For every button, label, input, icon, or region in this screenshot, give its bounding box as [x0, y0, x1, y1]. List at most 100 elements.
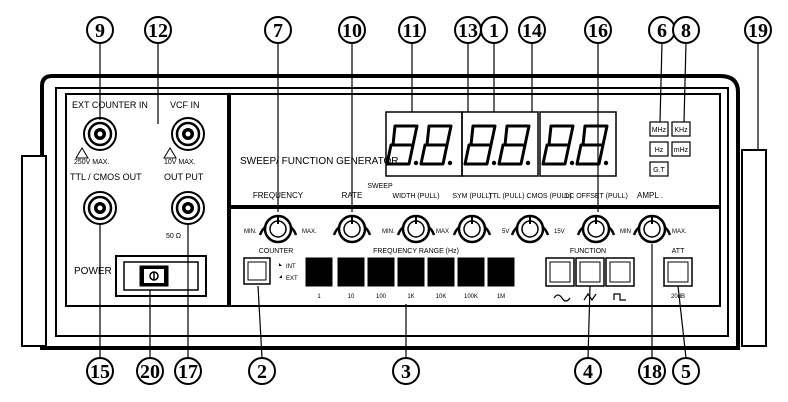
right-handle [741, 149, 767, 347]
callout-bottom: 3 [392, 357, 420, 385]
frequency-range-button[interactable] [337, 257, 365, 287]
function-label: FUNCTION [570, 248, 606, 255]
frequency-range-label: FREQUENCY RANGE (Hz) [373, 248, 459, 255]
rotary-knob[interactable] [452, 214, 492, 244]
callout-top: 6 [648, 16, 676, 44]
sym-label: SYM (PULL) [452, 193, 491, 200]
counter-label: COUNTER [259, 248, 294, 255]
frequency-range-value: 1K [407, 294, 414, 300]
frequency-range-value: 100 [376, 294, 387, 300]
display-panel [229, 93, 721, 207]
ext-indicator-icon [279, 275, 282, 278]
unit-mhz: MHz [652, 127, 667, 134]
warning-icon [75, 147, 89, 159]
ttl-cmos-out-label: TTL / CMOS OUT [70, 172, 142, 182]
frequency-range-button[interactable] [487, 257, 515, 287]
rotary-knob[interactable] [258, 214, 298, 244]
function-square-button[interactable] [605, 257, 635, 287]
callout-top: 8 [672, 16, 700, 44]
frequency-range-button[interactable] [427, 257, 455, 287]
width-min-label: MIN. [382, 229, 395, 235]
control-panel [229, 207, 721, 307]
att-label: ATT [672, 248, 685, 255]
svg-text:4: 4 [583, 361, 593, 383]
bnc-connectors [83, 117, 205, 225]
function-sine-button[interactable] [545, 257, 575, 287]
seven-segment-digit: 8. [385, 124, 419, 166]
function-buttons [545, 257, 635, 287]
digit-window [461, 111, 539, 177]
callout-bottom: 17 [174, 357, 202, 385]
svg-text:20: 20 [140, 361, 160, 383]
left-handle [21, 155, 47, 347]
warning-icon [163, 147, 177, 159]
callouts-bottom: 15 20 17 2 3 4 18 5 [86, 357, 700, 385]
callout-bottom: 5 [672, 357, 700, 385]
output-label: OUT PUT [164, 172, 204, 182]
bnc-connector[interactable] [171, 191, 205, 225]
unit-indicators: MHz KHz Hz mHz G.T [649, 121, 691, 177]
callout-top: 11 [398, 16, 426, 44]
svg-text:14: 14 [522, 20, 542, 42]
ext-counter-max-label: 250V MAX. [74, 159, 109, 166]
svg-text:18: 18 [642, 361, 662, 383]
rotary-knob[interactable] [576, 214, 616, 244]
counter-int-ext-button[interactable] [243, 257, 271, 285]
function-triangle-button[interactable] [575, 257, 605, 287]
att-button[interactable] [663, 257, 693, 287]
callout-top: 1 [480, 16, 508, 44]
left-io-panel [65, 93, 229, 307]
ext-label: EXT [286, 276, 298, 282]
width-max-label: MAX [436, 229, 449, 235]
callout-top: 16 [584, 16, 612, 44]
frequency-range-value: 1 [317, 294, 321, 300]
callout-bottom: 18 [638, 357, 666, 385]
rotary-knob[interactable] [332, 214, 372, 244]
att-db-label: 20dB [671, 294, 685, 300]
callout-bottom: 2 [248, 357, 276, 385]
svg-text:15: 15 [90, 361, 110, 383]
sweep-label: SWEEP [367, 183, 393, 190]
led-display: 8.8.8.8.8.8. [385, 111, 617, 177]
bnc-connector[interactable] [171, 117, 205, 151]
frequency-range-button[interactable] [367, 257, 395, 287]
unit-hz: Hz [655, 147, 664, 154]
callout-top: 7 [264, 16, 292, 44]
power-switch[interactable] [115, 255, 207, 297]
ampl-label: AMPL . [637, 191, 663, 200]
bnc-connector[interactable] [83, 191, 117, 225]
vcf-in-max-label: 10V MAX. [164, 159, 196, 166]
callout-bottom: 4 [574, 357, 602, 385]
svg-text:1: 1 [489, 20, 499, 42]
chassis [21, 74, 767, 350]
seven-segment-digit: 8. [575, 124, 609, 166]
svg-text:17: 17 [178, 361, 198, 383]
callout-top: 14 [518, 16, 546, 44]
svg-text:9: 9 [95, 20, 105, 42]
seven-segment-digit: 8. [497, 124, 531, 166]
int-indicator-icon [279, 263, 282, 266]
bnc-connector[interactable] [83, 117, 117, 151]
rotary-knob[interactable] [632, 214, 672, 244]
unit-gate-time: G.T [653, 167, 665, 174]
dc-offset-label: DC OFFSET (PULL) [564, 193, 628, 200]
frequency-range-button[interactable] [305, 257, 333, 287]
frequency-min-label: MIN. [244, 229, 257, 235]
rotary-knob[interactable] [510, 214, 550, 244]
svg-text:7: 7 [273, 20, 283, 42]
unit-khz: KHz [674, 127, 688, 134]
callout-bottom: 15 [86, 357, 114, 385]
rotary-knob[interactable] [396, 214, 436, 244]
frequency-range-value: 1M [497, 294, 505, 300]
frequency-range-button[interactable] [397, 257, 425, 287]
svg-text:12: 12 [148, 20, 168, 42]
frequency-range-button[interactable] [457, 257, 485, 287]
svg-text:19: 19 [748, 20, 768, 42]
svg-text:2: 2 [257, 361, 267, 383]
vcf-in-label: VCF IN [170, 100, 200, 110]
ttl-5v-label: 5V [502, 229, 509, 235]
svg-text:16: 16 [588, 20, 608, 42]
